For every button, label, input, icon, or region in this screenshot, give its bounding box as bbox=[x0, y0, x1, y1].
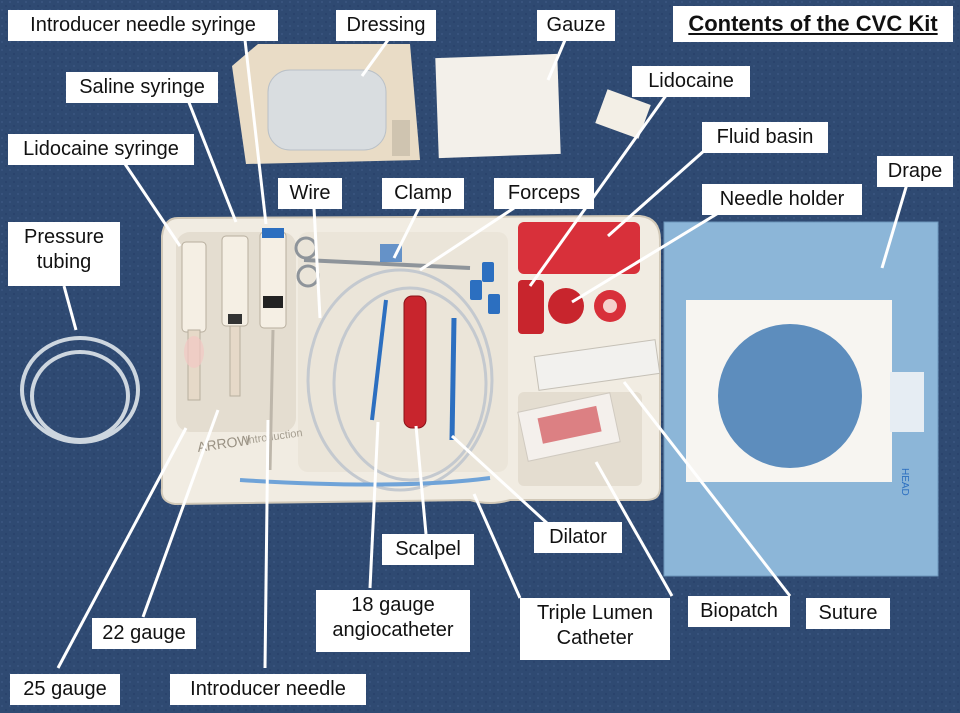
suture-package bbox=[533, 339, 661, 391]
drape-head-tag: HEAD bbox=[899, 468, 910, 496]
dilator bbox=[449, 317, 457, 441]
catheter-hubs bbox=[470, 262, 500, 314]
lidocaine-syringe bbox=[181, 241, 207, 401]
label-introducer-needle-syringe: Introducer needle syringe bbox=[8, 10, 278, 41]
label-dilator: Dilator bbox=[534, 522, 622, 553]
label-fluid-basin: Fluid basin bbox=[702, 122, 828, 153]
label-biopatch: Biopatch bbox=[688, 596, 790, 627]
saline-syringe bbox=[221, 235, 249, 397]
dressing-package bbox=[232, 44, 420, 164]
label-drape: Drape bbox=[877, 156, 953, 187]
gauze bbox=[435, 53, 561, 159]
drape: HEAD bbox=[663, 221, 939, 577]
scalpel bbox=[403, 295, 427, 429]
label-forceps: Forceps bbox=[494, 178, 594, 209]
needle-holder-and-vials bbox=[518, 280, 626, 334]
label-triple-lumen-catheter: Triple Lumen Catheter bbox=[520, 598, 670, 660]
angiocatheter bbox=[370, 299, 388, 421]
tray-brand-text: ARROW bbox=[196, 432, 252, 455]
pressure-tubing bbox=[20, 336, 140, 444]
label-leader-lines bbox=[56, 39, 909, 669]
label-25-gauge: 25 gauge bbox=[10, 674, 120, 705]
label-saline-syringe: Saline syringe bbox=[66, 72, 218, 103]
label-wire: Wire bbox=[278, 178, 342, 209]
label-pressure-tubing: Pressure tubing bbox=[8, 222, 120, 286]
label-22-gauge: 22 gauge bbox=[92, 618, 196, 649]
guide-wire bbox=[306, 268, 494, 492]
label-scalpel: Scalpel bbox=[382, 534, 474, 565]
fluid-basin bbox=[518, 222, 640, 274]
label-gauze: Gauze bbox=[537, 10, 615, 41]
label-introducer-needle: Introducer needle bbox=[170, 674, 366, 705]
label-lidocaine-syringe: Lidocaine syringe bbox=[8, 134, 194, 165]
triple-lumen-catheter bbox=[239, 476, 491, 487]
label-lidocaine: Lidocaine bbox=[632, 66, 750, 97]
label-dressing: Dressing bbox=[336, 10, 436, 41]
label-needle-holder: Needle holder bbox=[702, 184, 862, 215]
label-clamp: Clamp bbox=[382, 178, 464, 209]
lidocaine-package bbox=[595, 89, 651, 139]
label-suture: Suture bbox=[806, 598, 890, 629]
label-18-gauge-angiocatheter: 18 gauge angiocatheter bbox=[316, 590, 470, 652]
introducer-needle-syringe bbox=[259, 228, 287, 471]
page-title: Contents of the CVC Kit bbox=[673, 6, 953, 42]
